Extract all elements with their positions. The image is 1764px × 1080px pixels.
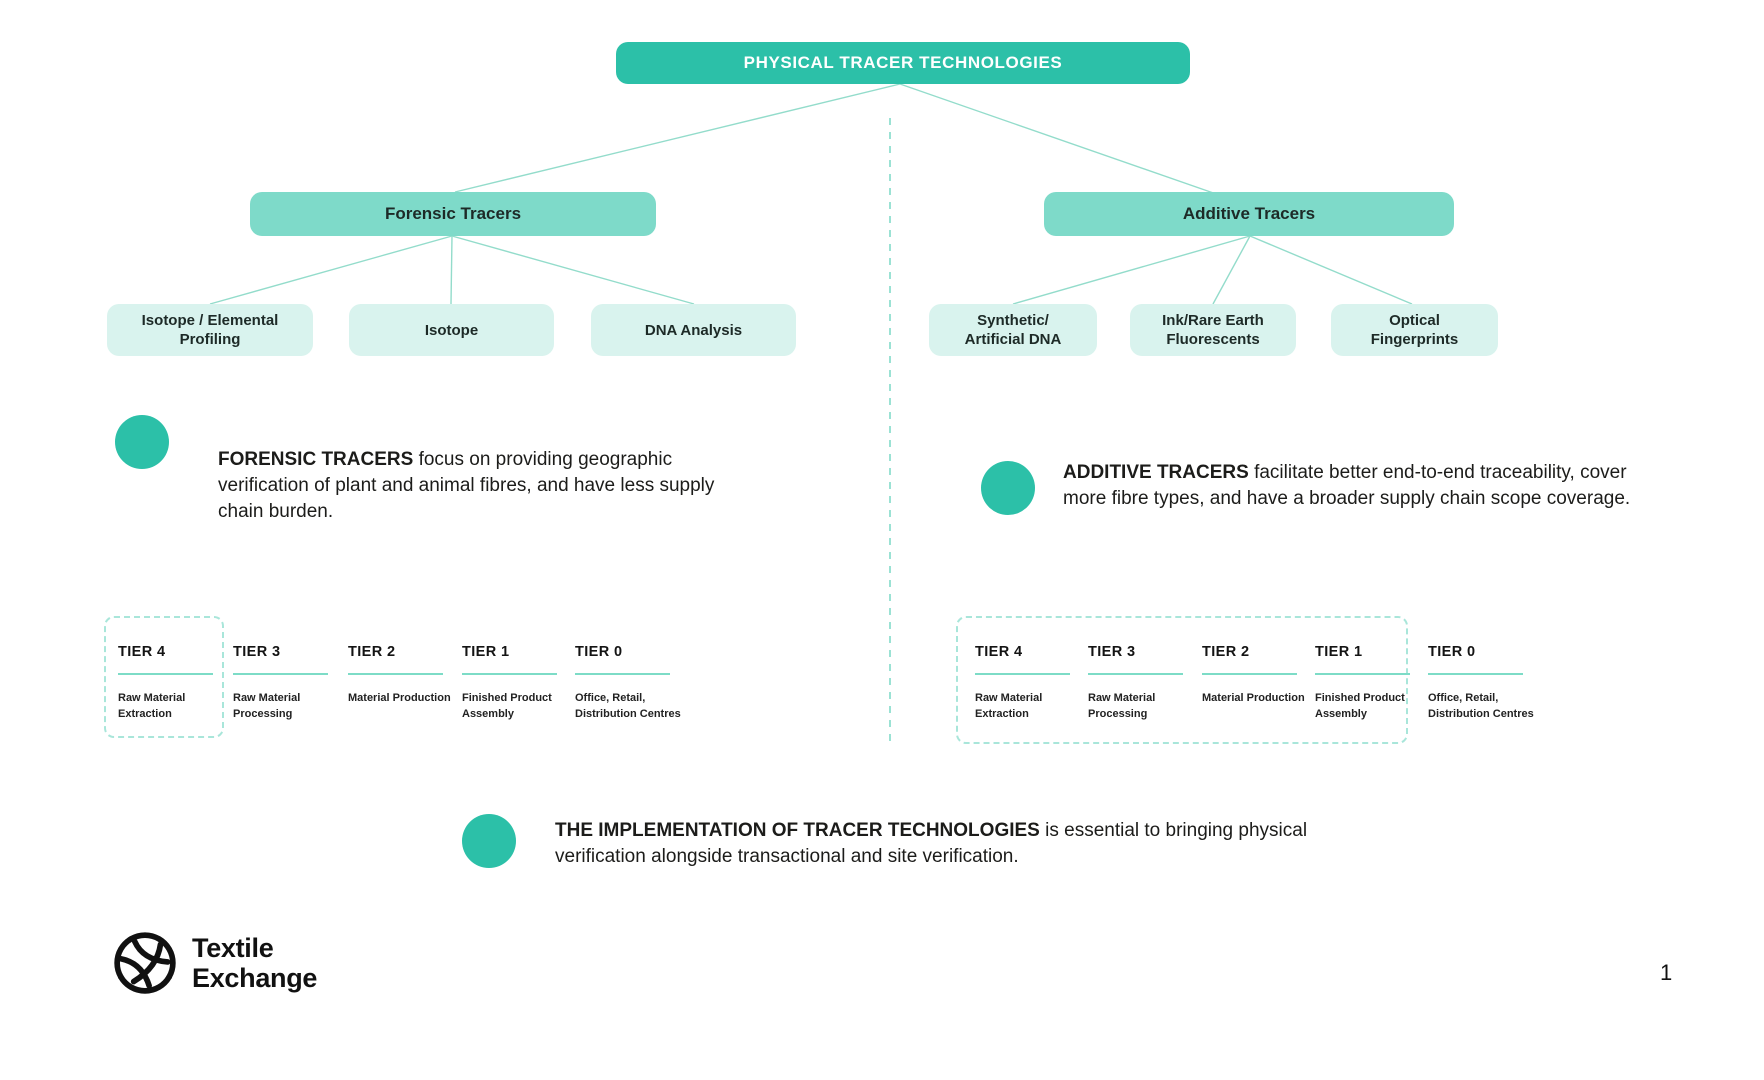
tier-sublabel: Raw Material Processing [1088, 692, 1156, 720]
forensic-note-lead: FORENSIC TRACERS [218, 449, 414, 470]
implementation-note-rest: is essential to bringing physical verifi… [555, 820, 1308, 867]
child-label: Isotope [424, 321, 479, 339]
forensic-note-rest: focus on providing geographic verificati… [218, 449, 715, 522]
tier-sublabel: Raw Material Processing [233, 692, 301, 720]
tier-sublabel: Finished Product Assembly [1315, 692, 1405, 720]
additive-note: ADDITIVE TRACERS facilitate better end-t… [1063, 460, 1638, 512]
additive-bullet-icon [981, 461, 1035, 515]
tier-column: TIER 3 Raw Material Processing [1088, 644, 1216, 722]
logo-word-2: Exchange [192, 963, 318, 993]
child-label: Isotope / Elemental Profiling [141, 312, 279, 348]
branch-label: Additive Tracers [1182, 204, 1316, 223]
tier-column: TIER 3 Raw Material Processing [233, 644, 361, 722]
tier-label: TIER 4 [118, 644, 166, 660]
child-node-isotope: Isotope [349, 304, 554, 356]
tier-sublabel: Finished Product Assembly [462, 692, 552, 720]
tier-label: TIER 3 [233, 644, 281, 660]
implementation-note-lead: THE IMPLEMENTATION OF TRACER TECHNOLOGIE… [555, 820, 1040, 841]
implementation-note: THE IMPLEMENTATION OF TRACER TECHNOLOGIE… [555, 818, 1355, 870]
tier-underline [575, 673, 670, 675]
tier-sublabel: Office, Retail, Distribution Centres [1428, 692, 1534, 720]
tier-underline [348, 673, 443, 675]
child-node-synthetic-dna: Synthetic/ Artificial DNA [929, 304, 1097, 356]
tier-sublabel: Raw Material Extraction [975, 692, 1043, 720]
page-number: 1 [1660, 960, 1673, 985]
tier-underline [462, 673, 557, 675]
forensic-note-text: FORENSIC TRACERS focus on providing geog… [218, 447, 758, 525]
implementation-bullet-icon [462, 814, 516, 868]
root-node: PHYSICAL TRACER TECHNOLOGIES [616, 42, 1190, 84]
tier-underline [1088, 673, 1183, 675]
textile-exchange-logo: Textile Exchange [112, 930, 317, 996]
tier-sublabel: Office, Retail, Distribution Centres [575, 692, 681, 720]
tier-label: TIER 0 [575, 644, 623, 660]
child-label: Ink/Rare Earth Fluorescents [1162, 312, 1264, 348]
tier-label: TIER 1 [462, 644, 510, 660]
tier-sublabel: Material Production [348, 692, 451, 704]
tier-underline [1315, 673, 1410, 675]
tier-label: TIER 3 [1088, 644, 1136, 660]
child-label: Optical Fingerprints [1370, 312, 1459, 348]
additive-note-text: ADDITIVE TRACERS facilitate better end-t… [1063, 460, 1638, 512]
tier-underline [233, 673, 328, 675]
tier-label: TIER 1 [1315, 644, 1363, 660]
child-label: DNA Analysis [644, 321, 743, 339]
tier-underline [1428, 673, 1523, 675]
tier-label: TIER 0 [1428, 644, 1476, 660]
tier-sublabel: Raw Material Extraction [118, 692, 186, 720]
forensic-note: FORENSIC TRACERS focus on providing geog… [218, 447, 758, 525]
root-node-label: PHYSICAL TRACER TECHNOLOGIES [743, 53, 1063, 72]
tier-label: TIER 2 [1202, 644, 1250, 660]
tier-column: TIER 0 Office, Retail, Distribution Cent… [1428, 644, 1556, 722]
implementation-note-text: THE IMPLEMENTATION OF TRACER TECHNOLOGIE… [555, 818, 1355, 870]
tier-underline [975, 673, 1070, 675]
left-tier4-highlight-box [104, 616, 224, 738]
tier-column: TIER 1 Finished Product Assembly [462, 644, 590, 722]
tier-label: TIER 2 [348, 644, 396, 660]
child-node-optical-fingerprints: Optical Fingerprints [1331, 304, 1498, 356]
tier-column: TIER 0 Office, Retail, Distribution Cent… [575, 644, 703, 722]
branch-node-forensic: Forensic Tracers [250, 192, 656, 236]
child-node-isotope-elemental: Isotope / Elemental Profiling [107, 304, 313, 356]
tier-column: TIER 1 Finished Product Assembly [1315, 644, 1443, 722]
tier-sublabel: Material Production [1202, 692, 1305, 704]
tier-column: TIER 4 Raw Material Extraction [118, 644, 246, 722]
tier-label: TIER 4 [975, 644, 1023, 660]
child-label: Synthetic/ Artificial DNA [964, 312, 1062, 348]
logo-word-1: Textile [192, 933, 274, 963]
forensic-bullet-icon [115, 415, 169, 469]
knot-logo-icon [114, 932, 176, 994]
tier-underline [1202, 673, 1297, 675]
tier-underline [118, 673, 213, 675]
right-tier4-to-tier1-highlight-box [956, 616, 1408, 744]
logo-wordmark: Textile Exchange [192, 933, 317, 993]
branch-label: Forensic Tracers [384, 204, 522, 223]
branch-node-additive: Additive Tracers [1044, 192, 1454, 236]
child-node-ink-rare-earth: Ink/Rare Earth Fluorescents [1130, 304, 1296, 356]
tier-column: TIER 4 Raw Material Extraction [975, 644, 1103, 722]
additive-note-lead: ADDITIVE TRACERS [1063, 462, 1249, 483]
additive-note-rest: facilitate better end-to-end traceabilit… [1063, 462, 1631, 509]
tier-column: TIER 2 Material Production [348, 644, 476, 706]
tier-column: TIER 2 Material Production [1202, 644, 1330, 706]
child-node-dna-analysis: DNA Analysis [591, 304, 796, 356]
